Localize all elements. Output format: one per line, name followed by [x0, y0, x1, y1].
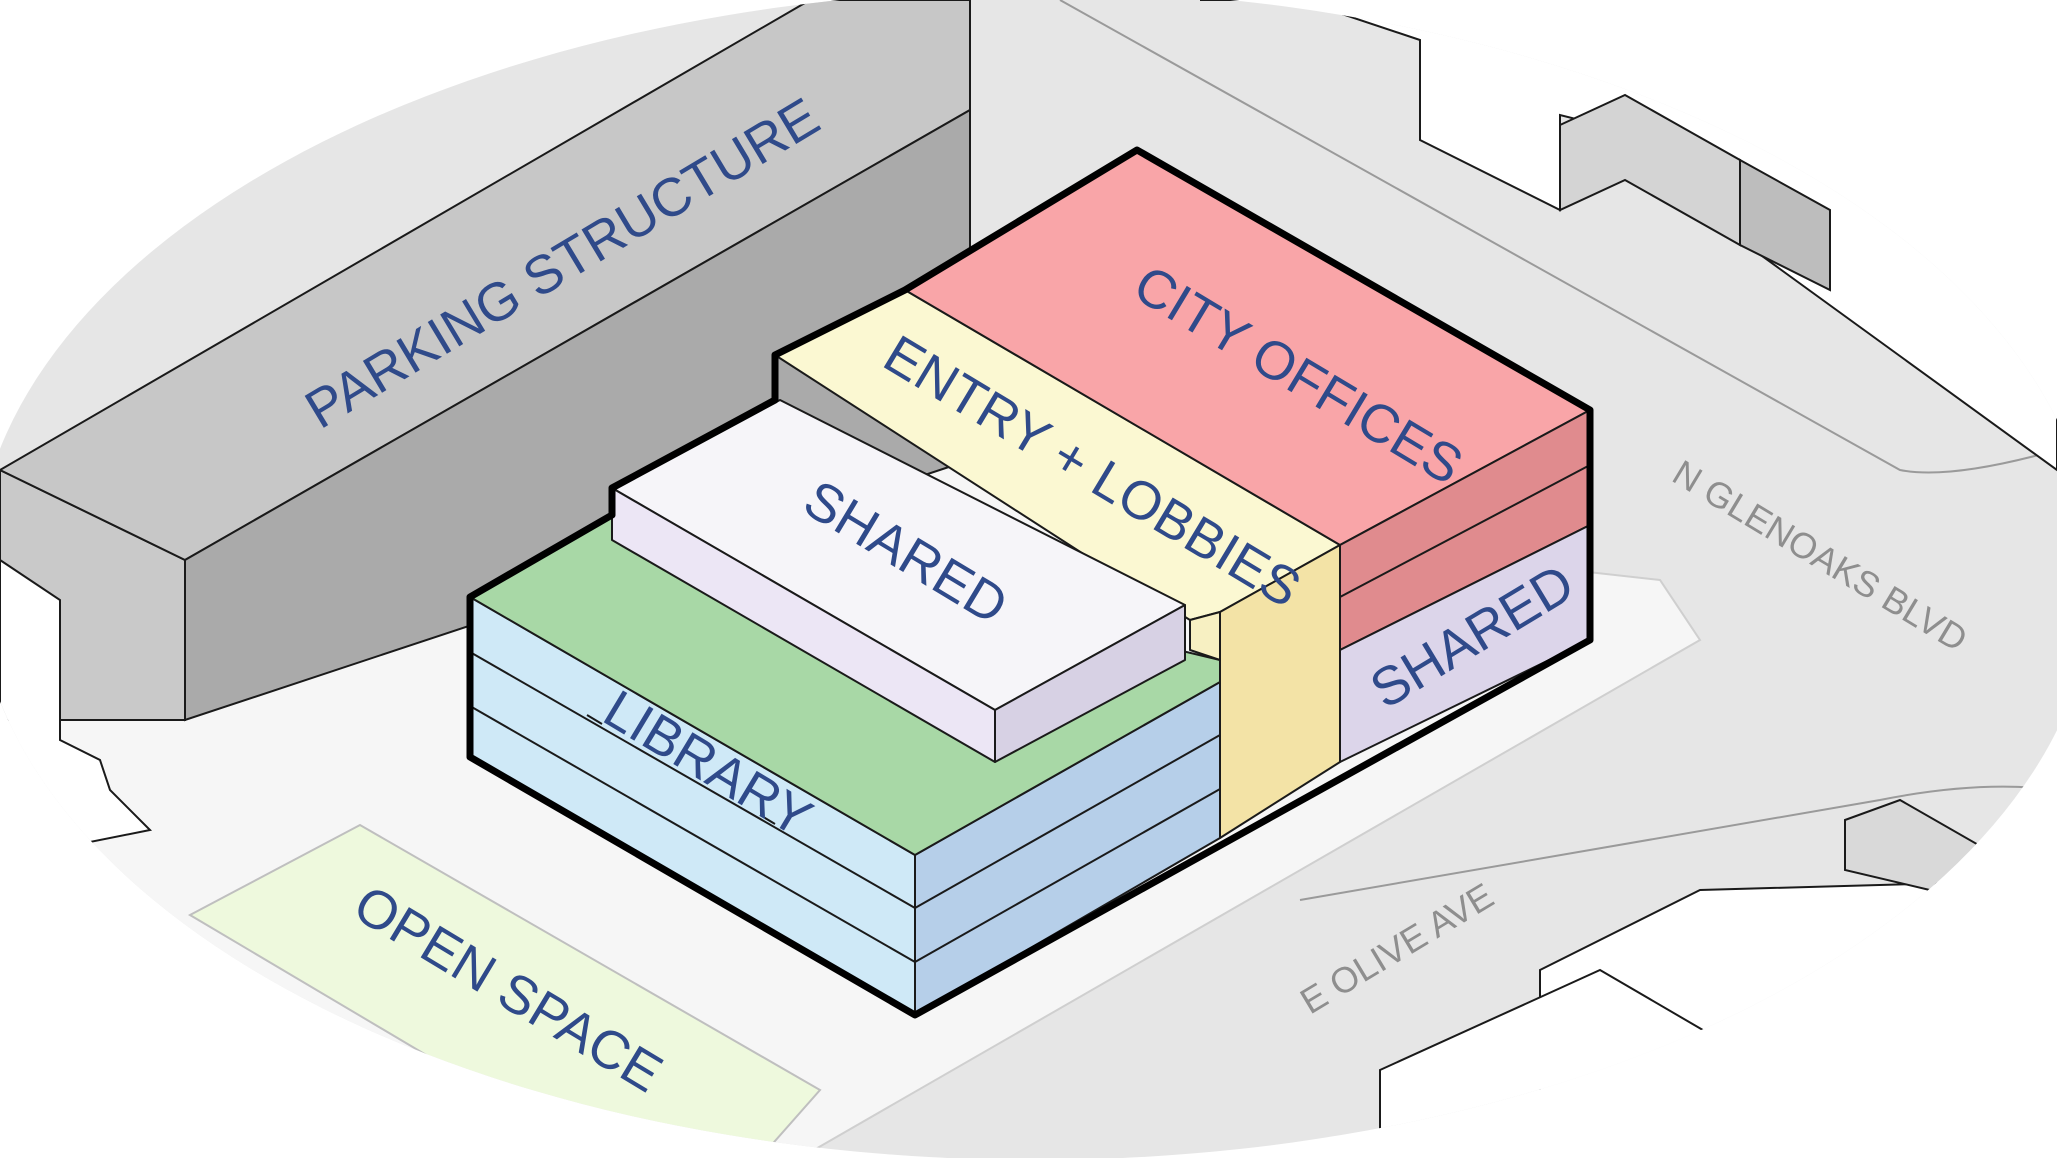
building-outline — [466, 146, 1594, 1019]
city-offices-floor-line — [1339, 464, 1591, 598]
library-label-line-left — [586, 714, 603, 725]
neighbor-building-side — [1739, 158, 1831, 292]
library-floor-line — [914, 734, 1221, 909]
library-floor-line — [469, 651, 916, 909]
shared-top-side-right — [994, 604, 1186, 763]
library-label-line-right — [759, 814, 776, 825]
entry-lobbies-upper — [1189, 611, 1221, 661]
street-curb-glenoaks — [1059, 0, 2057, 474]
library-floor-line — [469, 705, 916, 963]
parking-structure-roof — [0, 0, 971, 562]
library-floor-line — [914, 788, 1221, 963]
proposed-building — [466, 146, 1594, 1019]
